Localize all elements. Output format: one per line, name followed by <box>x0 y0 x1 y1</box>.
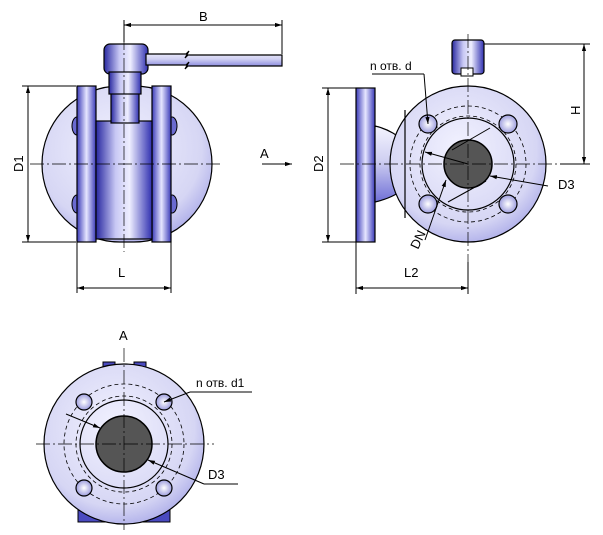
side-stem-key <box>460 67 474 77</box>
dimension-B: B <box>123 9 283 54</box>
front-handle-bar <box>145 50 283 70</box>
label-D3-side: D3 <box>558 177 575 192</box>
label-D3-bottom: D3 <box>208 467 225 482</box>
label-D1: D1 <box>11 155 26 172</box>
dimension-D2: D2 <box>311 87 356 243</box>
viewA-hole-top-left <box>75 393 93 411</box>
viewA-hole-bottom-left <box>75 479 93 497</box>
label-n-otv-d1: n отв. d1 <box>196 376 245 390</box>
label-B: B <box>199 9 208 24</box>
dimension-H: H <box>484 43 590 165</box>
dimension-D3-bottom: D3 <box>65 413 238 485</box>
label-A-view: A <box>119 328 128 343</box>
label-n-otv-d: n отв. d <box>370 59 412 73</box>
front-handle-boss <box>103 43 149 75</box>
viewA-hole-bottom-right <box>155 479 173 497</box>
dimension-L2: L2 <box>355 242 469 294</box>
side-hole-top-right <box>498 114 518 134</box>
dimension-L: L <box>76 242 172 293</box>
front-handle-neck <box>108 71 142 95</box>
dimension-DN: DN <box>407 151 469 251</box>
side-flange <box>355 87 376 243</box>
view-arrow-A: A <box>260 146 292 167</box>
label-L2: L2 <box>404 265 418 280</box>
front-view <box>30 36 283 252</box>
dimension-D1: D1 <box>11 85 76 243</box>
label-L: L <box>118 265 125 280</box>
side-hole-bottom-left <box>418 194 438 214</box>
leader-n-otv-d1: n отв. d1 <box>163 376 252 403</box>
dimension-D3-side: D3 <box>447 127 575 203</box>
side-hole-bottom-right <box>498 194 518 214</box>
view-A: A <box>36 328 214 530</box>
front-stem <box>110 92 140 124</box>
leader-n-otv-d: n отв. d <box>370 59 430 125</box>
label-DN: DN <box>407 228 429 251</box>
label-H: H <box>568 106 583 115</box>
label-A-arrow: A <box>260 146 269 161</box>
label-D2: D2 <box>311 155 326 172</box>
